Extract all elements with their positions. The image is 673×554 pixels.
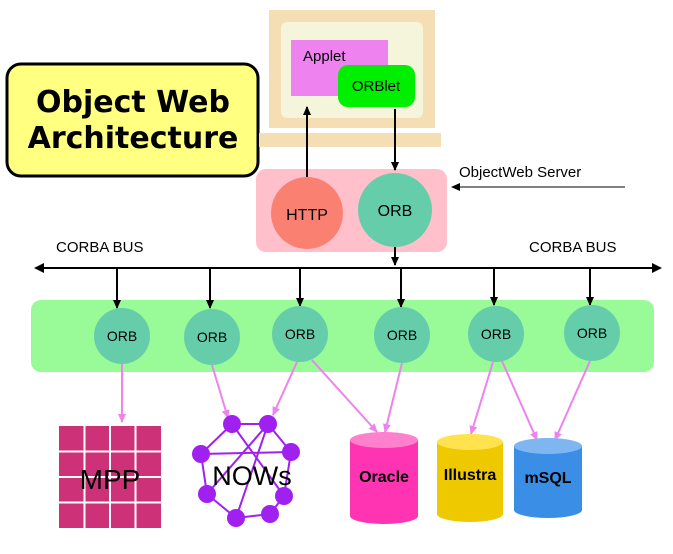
- nows-label: NOWs: [212, 461, 291, 491]
- link-orb3-nows: [272, 361, 298, 416]
- illustra-cylinder: Illustra: [437, 434, 503, 522]
- server-orb-label: ORB: [378, 203, 413, 220]
- monitor-base: [259, 133, 441, 147]
- objectweb-server: HTTP ORB ObjectWeb Server: [256, 164, 625, 252]
- link-orb4-oracle: [383, 362, 403, 433]
- mpp-label: MPP: [80, 464, 141, 495]
- orb-node-label: ORB: [577, 325, 607, 341]
- orb-node-label: ORB: [285, 326, 315, 342]
- http-label: HTTP: [286, 207, 328, 224]
- nows-network: NOWs: [192, 415, 300, 527]
- link-orb2-nows: [211, 364, 230, 419]
- orb-node-label: ORB: [481, 326, 511, 342]
- orb-node-label: ORB: [197, 329, 227, 345]
- link-orb5-msql: [501, 360, 538, 441]
- orblet-label: ORBlet: [352, 78, 401, 95]
- link-orb3-oracle: [311, 359, 378, 433]
- bus-label-right: CORBA BUS: [529, 239, 617, 256]
- server-caption: ObjectWeb Server: [459, 164, 581, 181]
- client-monitor: Applet ORBlet: [259, 10, 441, 147]
- title-box: Object Web Architecture: [5, 62, 260, 178]
- illustra-label: Illustra: [444, 467, 497, 484]
- link-orb6-msql: [554, 360, 591, 441]
- orb-node-3: ORB: [272, 306, 328, 362]
- orb-node-2: ORB: [184, 309, 240, 365]
- bus-label-left: CORBA BUS: [56, 239, 144, 256]
- bus-arrow-left: [34, 263, 44, 273]
- orb-node-label: ORB: [107, 328, 137, 344]
- mpp-grid: MPP: [59, 426, 161, 528]
- server-orb-node: [358, 173, 432, 247]
- orb-node-4: ORB: [374, 307, 430, 363]
- orblet-box: [338, 65, 415, 107]
- orb-node-1: ORB: [94, 308, 150, 364]
- orb-node-label: ORB: [387, 327, 417, 343]
- backend-links: [118, 359, 591, 441]
- orb-node-6: ORB: [564, 305, 620, 361]
- oracle-cylinder: Oracle: [350, 432, 418, 524]
- oracle-label: Oracle: [359, 469, 409, 486]
- title-line-1: Object Web: [36, 85, 230, 120]
- link-orb5-illustra: [469, 361, 494, 435]
- msql-label: mSQL: [524, 470, 571, 487]
- msql-cylinder: mSQL: [514, 438, 582, 518]
- http-node: [271, 177, 343, 249]
- bus-arrow-right: [652, 263, 662, 273]
- corba-bus: CORBA BUS CORBA BUS: [34, 239, 662, 273]
- orb-node-5: ORB: [468, 306, 524, 362]
- applet-label: Applet: [303, 48, 346, 65]
- title-line-2: Architecture: [28, 121, 239, 156]
